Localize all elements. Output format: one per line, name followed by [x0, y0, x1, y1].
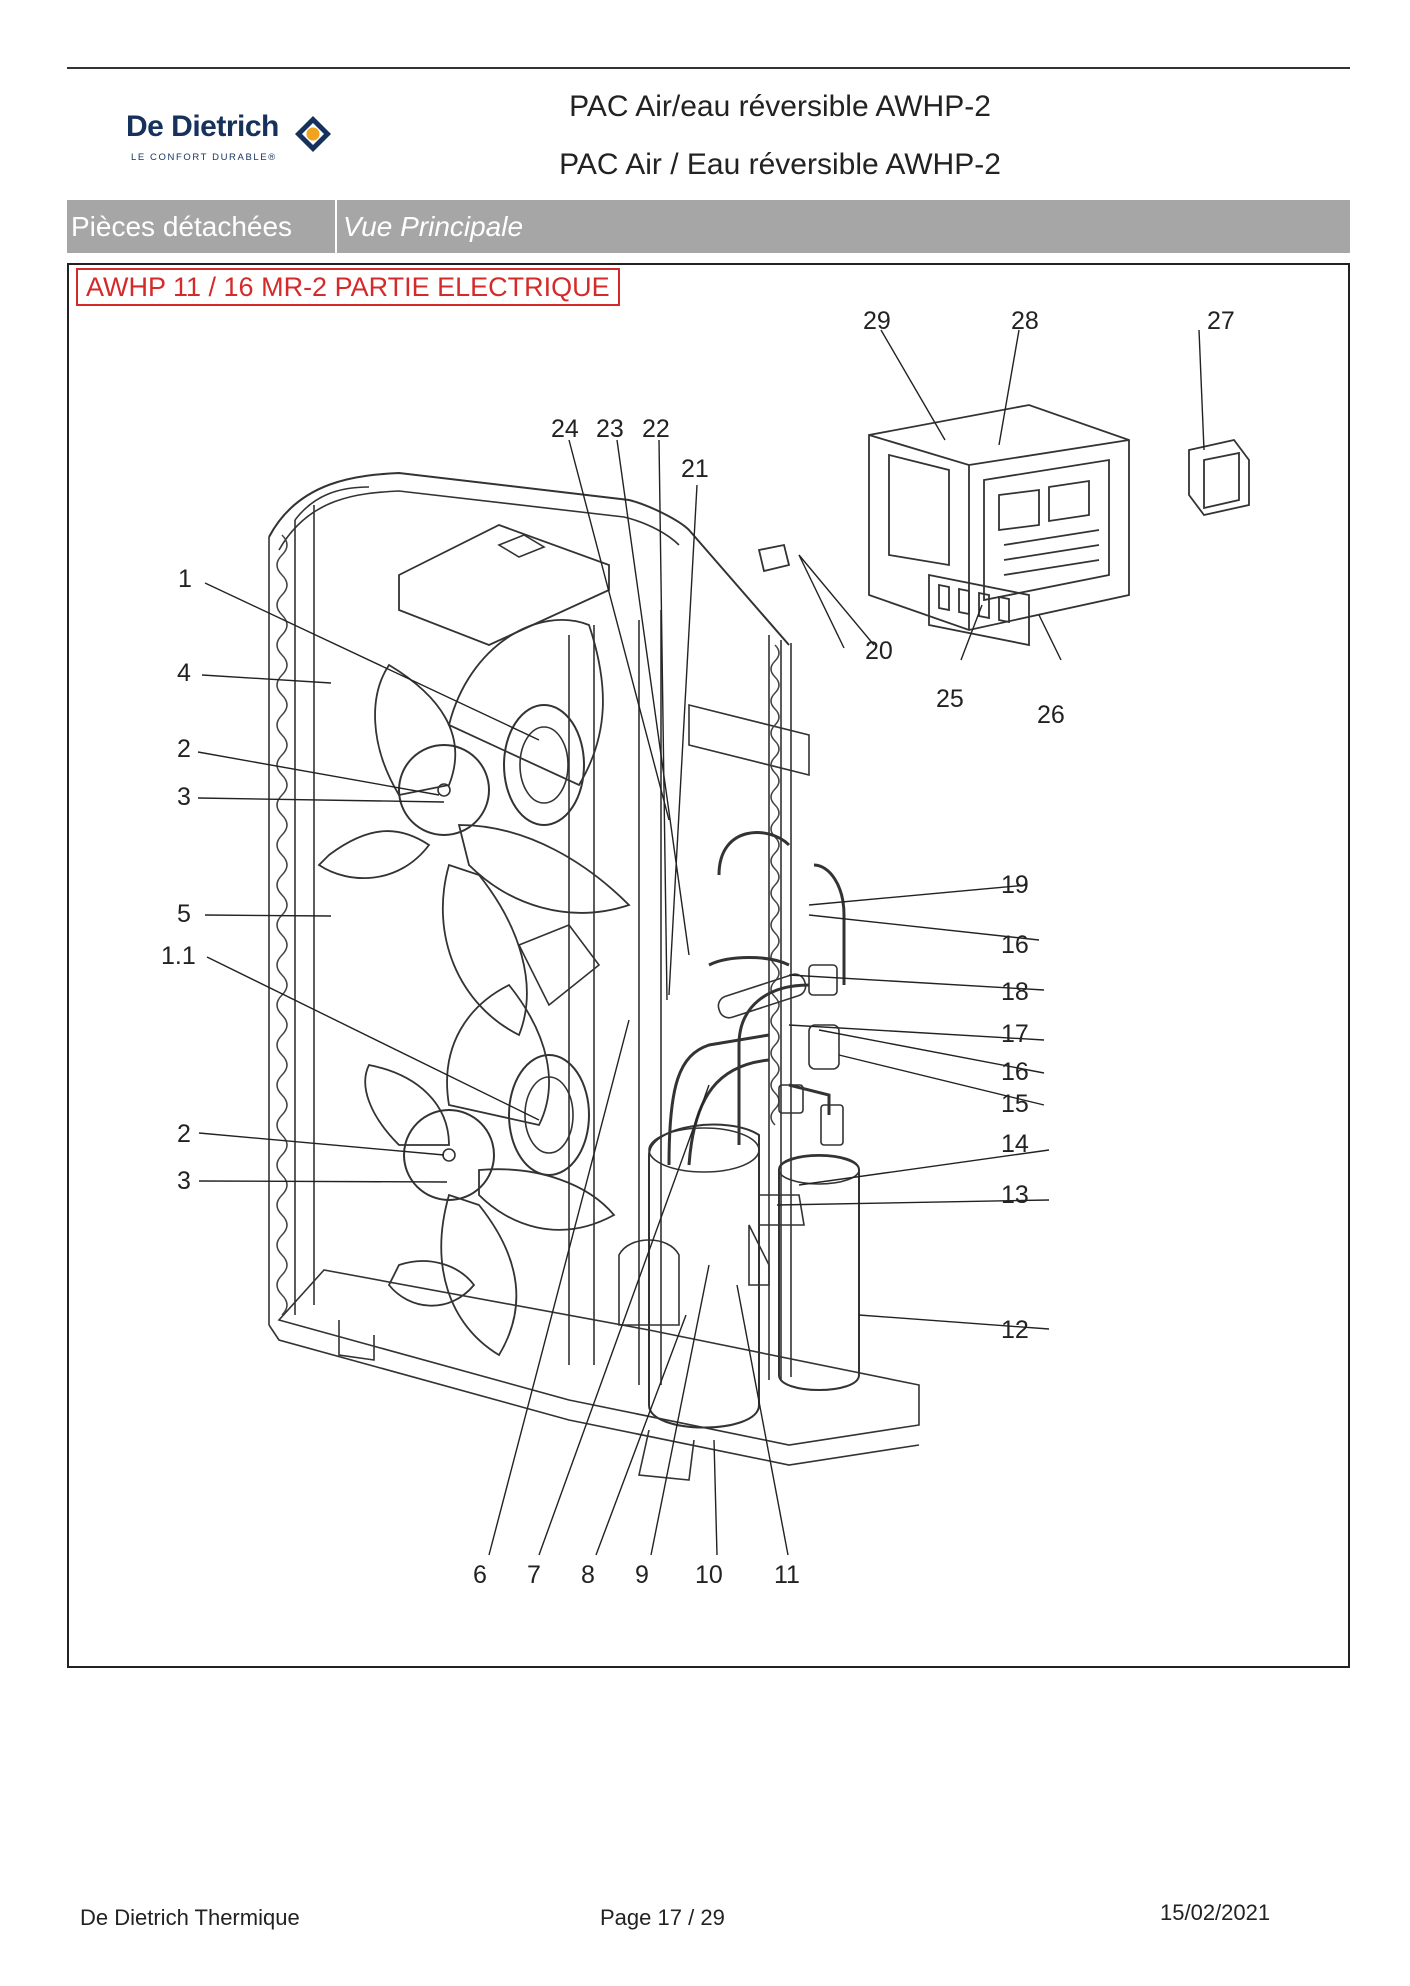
callout-labels: 29 28 27 24 23 22 21 1 4 20 2 3 25 26 19… [161, 307, 1235, 1589]
top-rule [67, 67, 1350, 69]
callout-label: 29 [863, 307, 891, 335]
callout-label: 13 [1001, 1181, 1029, 1209]
callout-label: 10 [695, 1561, 723, 1589]
callout-label: 4 [177, 659, 191, 687]
callout-label: 17 [1001, 1020, 1029, 1048]
page-label: Page [600, 1905, 652, 1930]
brand-logo: De Dietrich LE CONFORT DURABLE® [126, 110, 356, 170]
callout-label: 14 [1001, 1130, 1029, 1158]
unit-frame [268, 471, 920, 1481]
callout-label: 6 [473, 1561, 487, 1589]
band-divider [335, 200, 337, 253]
section-band: Pièces détachées Vue Principale [67, 200, 1350, 253]
document-subtitle: PAC Air / Eau réversible AWHP-2 [559, 148, 1001, 181]
callout-label: 28 [1011, 307, 1039, 335]
callout-label: 22 [642, 415, 670, 443]
footer-company: De Dietrich Thermique [80, 1905, 300, 1930]
footer-page: Page 17 / 29 [600, 1905, 725, 1931]
logo-tagline: LE CONFORT DURABLE® [131, 152, 277, 163]
callout-label: 1 [178, 565, 192, 593]
right-coil-fins [770, 644, 780, 1126]
document-title: PAC Air/eau réversible AWHP-2 [569, 90, 991, 123]
callout-label: 9 [635, 1561, 649, 1589]
callout-label: 3 [177, 783, 191, 811]
diagram-frame [67, 263, 1350, 1668]
de-dietrich-logo-icon [295, 116, 331, 152]
callout-label: 1.1 [161, 942, 196, 970]
exploded-parts-diagram: 29 28 27 24 23 22 21 1 4 20 2 3 25 26 19… [161, 307, 1250, 1589]
callout-label: 16 [1001, 931, 1029, 959]
callout-label: 11 [774, 1561, 800, 1589]
fan-upper [317, 619, 631, 1037]
callout-label: 3 [177, 1167, 191, 1195]
fan-lower [364, 983, 616, 1357]
callout-label: 7 [527, 1561, 541, 1589]
callout-label: 25 [936, 685, 964, 713]
callout-label: 19 [1001, 871, 1029, 899]
electrical-box [757, 404, 1250, 647]
refrigerant-circuit [618, 831, 860, 1429]
callout-label: 12 [1001, 1316, 1029, 1344]
callout-label: 18 [1001, 978, 1029, 1006]
footer-date: 15/02/2021 [1160, 1900, 1271, 1925]
callout-label: 24 [551, 415, 579, 443]
callout-label: 2 [177, 1120, 191, 1148]
band-view: Vue Principale [343, 211, 524, 242]
logo-wordmark: De Dietrich [126, 110, 279, 143]
page-total: 29 [700, 1905, 725, 1930]
band-category: Pièces détachées [71, 211, 293, 242]
callout-label: 2 [177, 735, 191, 763]
callout-label: 16 [1001, 1058, 1029, 1086]
left-coil-fins [276, 534, 288, 1316]
callout-label: 23 [596, 415, 624, 443]
page-separator: / [688, 1905, 695, 1930]
section-label: AWHP 11 / 16 MR-2 PARTIE ELECTRIQUE [76, 268, 620, 306]
callout-label: 21 [681, 455, 709, 483]
callout-label: 20 [865, 637, 893, 665]
callout-label: 8 [581, 1561, 595, 1589]
callout-label: 27 [1207, 307, 1235, 335]
callout-label: 26 [1037, 701, 1065, 729]
leader-lines [197, 329, 1205, 1556]
page-current: 17 [657, 1905, 682, 1930]
callout-label: 15 [1001, 1090, 1029, 1118]
callout-label: 5 [177, 900, 191, 928]
